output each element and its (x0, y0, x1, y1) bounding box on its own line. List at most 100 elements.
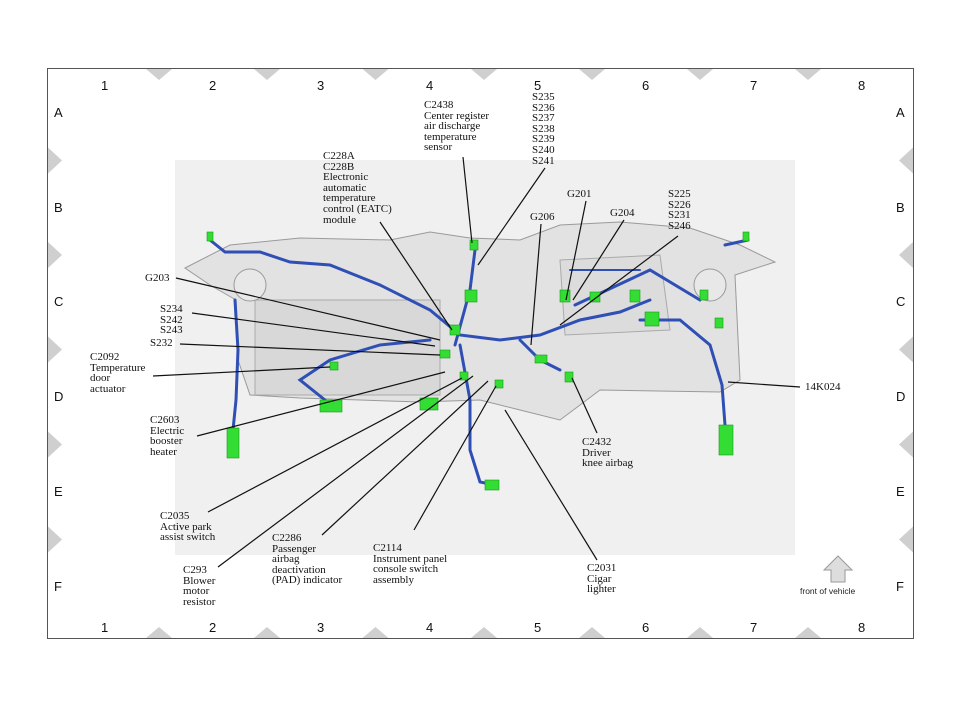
grid-column-number: 8 (858, 78, 866, 93)
grid-marker (362, 627, 389, 638)
label-line: Instrument panel (373, 552, 448, 565)
label-line: deactivation (272, 563, 326, 576)
label-line: Temperature (90, 361, 146, 374)
grid-marker (899, 242, 913, 268)
label-line: console switch (373, 563, 439, 576)
label-line: assembly (373, 573, 414, 586)
grid-marker (48, 147, 62, 174)
label-g206: G206 (530, 212, 554, 223)
grid-marker (471, 627, 497, 638)
grid-row-letter: D (54, 389, 64, 404)
diagram-frame (47, 68, 914, 639)
grid-column-number: 8 (858, 620, 866, 635)
grid-column-number: 1 (101, 620, 109, 635)
label-g203: G203 (145, 273, 169, 284)
label-line: C2603 (150, 414, 180, 426)
grid-column-number: 2 (209, 78, 217, 93)
grid-column-number: 5 (534, 620, 542, 635)
grid-column-number: 2 (209, 620, 217, 635)
label-line: airbag (272, 553, 300, 566)
grid-column-number: 4 (426, 620, 434, 635)
glovebox-area (254, 299, 441, 396)
label-line: Passenger (272, 542, 316, 555)
grid-marker (899, 431, 913, 458)
label-line: knee airbag (582, 457, 633, 470)
label-14k024: 14K024 (805, 382, 840, 393)
label-line: motor (183, 585, 210, 598)
label-line: automatic (323, 181, 367, 194)
label-line: S243 (160, 324, 183, 337)
grid-marker (48, 242, 62, 268)
label-line: air discharge (424, 120, 481, 133)
grid-marker (254, 627, 280, 638)
grid-marker (362, 69, 389, 80)
grid-column-number: 4 (426, 78, 434, 93)
grid-column-number: 3 (317, 620, 325, 635)
label-line: actuator (90, 382, 126, 395)
grid-row-letter: D (896, 389, 906, 404)
label-line: C2432 (582, 436, 612, 448)
label-g201: G201 (567, 189, 591, 200)
grid-marker (795, 69, 821, 80)
label-line: temperature (424, 130, 477, 143)
label-line: S232 (150, 337, 173, 349)
grid-marker (687, 69, 713, 80)
label-line: Cigar (587, 572, 612, 585)
label-line: C2438 (424, 99, 454, 111)
grid-marker (146, 627, 172, 638)
grid-marker (899, 526, 913, 553)
grid-marker (146, 69, 172, 80)
label-line: booster (150, 435, 183, 448)
grid-marker (48, 526, 62, 553)
label-line: G203 (145, 272, 170, 284)
label-s232: S232 (150, 338, 173, 349)
grid-row-letter: F (896, 579, 904, 594)
label-line: C2092 (90, 351, 120, 363)
grid-marker (795, 627, 821, 638)
label-line: module (323, 213, 356, 226)
label-line: Electric (150, 424, 185, 437)
label-line: S225 (668, 188, 691, 200)
label-line: S242 (160, 313, 183, 326)
grid-marker (48, 431, 62, 458)
grid-marker (579, 69, 605, 80)
front-arrow-icon (822, 555, 854, 583)
label-line: control (EATC) (323, 202, 392, 215)
label-line: S234 (160, 303, 183, 315)
label-line: C2031 (587, 562, 617, 574)
label-line: S236 (532, 101, 555, 114)
grid-column-number: 7 (750, 620, 758, 635)
label-line: resistor (183, 595, 216, 608)
label-line: sensor (424, 141, 453, 154)
label-line: assist switch (160, 531, 216, 544)
grid-column-number: 7 (750, 78, 758, 93)
leader-lines (152, 156, 801, 568)
label-line: S226 (668, 198, 691, 211)
label-line: G201 (567, 188, 592, 200)
label-line: S231 (668, 209, 691, 222)
label-line: Active park (160, 520, 212, 533)
label-line: S246 (668, 219, 691, 232)
grid-markers (48, 69, 913, 638)
label-line: S239 (532, 133, 555, 146)
grid-row-letter: C (54, 294, 64, 309)
grid-column-number: 3 (317, 78, 325, 93)
grid-marker (899, 147, 913, 174)
label-line: S237 (532, 112, 555, 125)
grid-row-letter: C (896, 294, 906, 309)
label-line: lighter (587, 583, 616, 596)
grid-column-number: 5 (534, 78, 542, 93)
label-line: Blower (183, 574, 216, 587)
label-line: Electronic (323, 171, 369, 184)
label-line: door (90, 372, 111, 385)
